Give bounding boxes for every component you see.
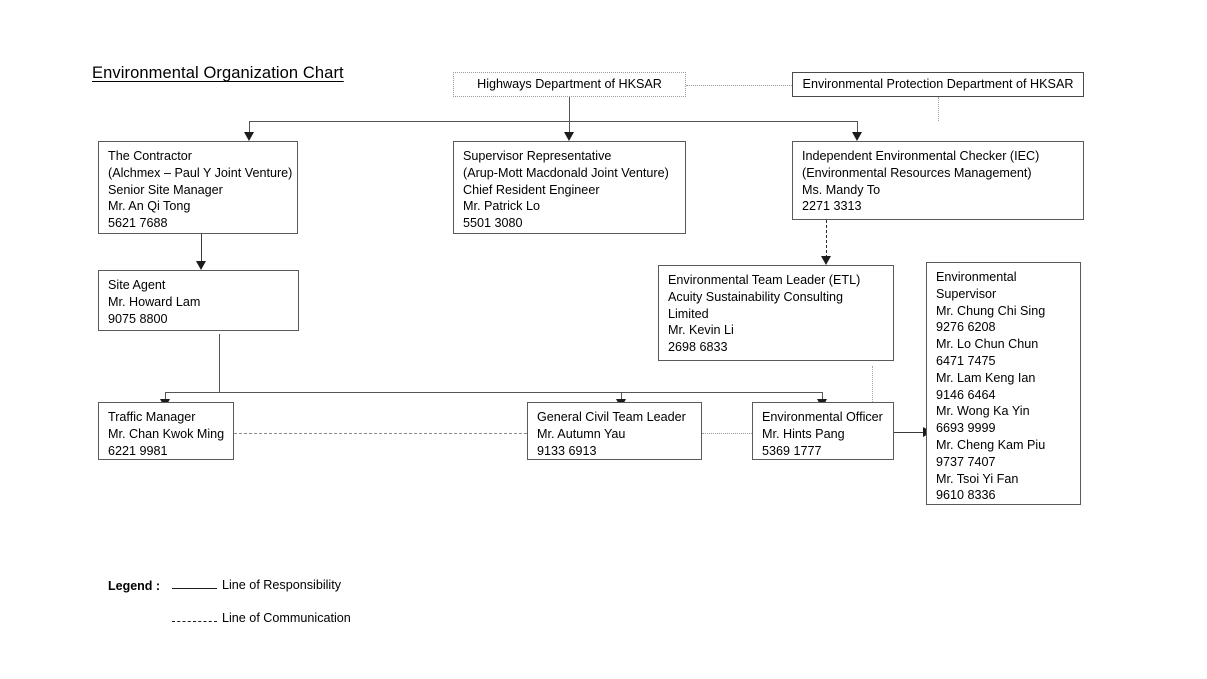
legend-communication-text: Line of Communication — [222, 611, 351, 625]
node-site-agent-line2: Mr. Howard Lam — [108, 294, 201, 309]
node-environmental-supervisor-line2: Supervisor — [936, 286, 997, 301]
node-epd[interactable]: Environmental Protection Department of H… — [792, 72, 1084, 97]
node-etl-line2: Acuity Sustainability Consulting — [668, 289, 844, 304]
node-environmental-supervisor-line10: 6693 9999 — [936, 421, 996, 436]
node-contractor[interactable]: The Contractor (Alchmex – Paul Y Joint V… — [98, 141, 298, 234]
connector-top-distribution-bar — [249, 121, 858, 122]
arrowhead-to-site-agent — [196, 261, 206, 270]
node-iec[interactable]: Independent Environmental Checker (IEC) … — [792, 141, 1084, 220]
connector-contractor-to-site-agent — [201, 234, 202, 263]
node-general-civil-team-leader-line2: Mr. Autumn Yau — [537, 426, 626, 441]
node-supervisor-representative-line1: Supervisor Representative — [463, 149, 612, 163]
connector-gctl-to-env-officer — [702, 433, 752, 434]
node-environmental-supervisor-line7: Mr. Lam Keng Ian — [936, 370, 1036, 385]
node-environmental-supervisor-line3: Mr. Chung Chi Sing — [936, 303, 1046, 318]
node-highways-department[interactable]: Highways Department of HKSAR — [453, 72, 686, 97]
node-contractor-line3: Senior Site Manager — [108, 182, 223, 197]
node-supervisor-representative-line5: 5501 3080 — [463, 216, 523, 231]
connector-site-agent-drop — [219, 334, 220, 392]
connector-env-officer-to-env-supervisor — [894, 432, 927, 433]
node-supervisor-representative-line4: Mr. Patrick Lo — [463, 199, 540, 214]
node-iec-line3: Ms. Mandy To — [802, 182, 881, 197]
node-contractor-line1: The Contractor — [108, 149, 192, 163]
node-iec-line2: (Environmental Resources Management) — [802, 165, 1032, 180]
node-site-agent[interactable]: Site Agent Mr. Howard Lam 9075 8800 — [98, 270, 299, 331]
node-environmental-officer[interactable]: Environmental Officer Mr. Hints Pang 536… — [752, 402, 894, 460]
node-general-civil-team-leader[interactable]: General Civil Team Leader Mr. Autumn Yau… — [527, 402, 702, 460]
node-supervisor-representative-line3: Chief Resident Engineer — [463, 182, 600, 197]
connector-iec-to-etl — [826, 220, 827, 258]
node-etl-line3: Limited — [668, 306, 709, 321]
node-environmental-supervisor-line14: 9610 8336 — [936, 488, 996, 503]
connector-bar-to-contractor — [249, 121, 250, 135]
arrowhead-to-iec — [852, 132, 862, 141]
connector-bottom-distribution-bar — [165, 392, 823, 393]
node-contractor-line4: Mr. An Qi Tong — [108, 199, 191, 214]
node-environmental-supervisor-line5: Mr. Lo Chun Chun — [936, 337, 1039, 352]
legend-dashed-line-swatch — [172, 621, 217, 622]
node-general-civil-team-leader-line3: 9133 6913 — [537, 443, 597, 458]
node-general-civil-team-leader-line1: General Civil Team Leader — [537, 410, 686, 424]
node-traffic-manager-line2: Mr. Chan Kwok Ming — [108, 426, 225, 441]
connector-etl-to-env-officer — [872, 366, 873, 402]
node-environmental-supervisor-line13: Mr. Tsoi Yi Fan — [936, 471, 1019, 486]
connector-bar-to-gctl — [621, 392, 622, 403]
node-environmental-supervisor-line6: 6471 7475 — [936, 353, 996, 368]
node-iec-line1: Independent Environmental Checker (IEC) — [802, 149, 1040, 163]
node-traffic-manager[interactable]: Traffic Manager Mr. Chan Kwok Ming 6221 … — [98, 402, 234, 460]
node-etl-line5: 2698 6833 — [668, 340, 728, 355]
node-traffic-manager-line1: Traffic Manager — [108, 410, 196, 424]
legend-solid-line-swatch — [172, 588, 217, 589]
node-environmental-officer-line1: Environmental Officer — [762, 410, 883, 424]
connector-hyd-drop — [569, 97, 570, 121]
legend-label: Legend : — [108, 579, 161, 593]
node-environmental-supervisor-line11: Mr. Cheng Kam Piu — [936, 437, 1046, 452]
node-etl-line4: Mr. Kevin Li — [668, 323, 734, 338]
arrowhead-to-etl — [821, 256, 831, 265]
connector-bar-to-iec — [857, 121, 858, 135]
node-contractor-line5: 5621 7688 — [108, 216, 168, 231]
node-environmental-officer-line2: Mr. Hints Pang — [762, 426, 845, 441]
connector-bar-to-traffic-manager — [165, 392, 166, 403]
node-environmental-supervisor-line8: 9146 6464 — [936, 387, 996, 402]
connector-bar-to-env-officer — [822, 392, 823, 403]
node-environmental-supervisor-line12: 9737 7407 — [936, 454, 996, 469]
connector-epd-drop — [938, 97, 939, 121]
node-site-agent-line3: 9075 8800 — [108, 311, 168, 326]
node-epd-line1: Environmental Protection Department of H… — [802, 77, 1074, 92]
node-environmental-supervisor-line4: 9276 6208 — [936, 320, 996, 335]
connector-bar-to-supervisor — [569, 121, 570, 135]
connector-traffic-manager-to-gctl — [234, 433, 527, 434]
node-environmental-officer-line3: 5369 1777 — [762, 443, 822, 458]
node-highways-department-line1: Highways Department of HKSAR — [477, 77, 662, 92]
node-environmental-supervisor-line9: Mr. Wong Ka Yin — [936, 404, 1030, 419]
node-site-agent-line1: Site Agent — [108, 278, 166, 292]
page-title: Environmental Organization Chart — [92, 64, 344, 82]
node-supervisor-representative[interactable]: Supervisor Representative (Arup-Mott Mac… — [453, 141, 686, 234]
arrowhead-to-supervisor — [564, 132, 574, 141]
arrowhead-to-contractor — [244, 132, 254, 141]
node-supervisor-representative-line2: (Arup-Mott Macdonald Joint Venture) — [463, 165, 669, 180]
node-iec-line4: 2271 3313 — [802, 199, 862, 214]
node-environmental-supervisor-line1: Environmental — [936, 270, 1017, 284]
node-environmental-supervisor[interactable]: Environmental Supervisor Mr. Chung Chi S… — [926, 262, 1081, 505]
node-traffic-manager-line3: 6221 9981 — [108, 443, 168, 458]
legend-responsibility-text: Line of Responsibility — [222, 578, 342, 592]
node-contractor-line2: (Alchmex – Paul Y Joint Venture) — [108, 165, 293, 180]
node-etl[interactable]: Environmental Team Leader (ETL) Acuity S… — [658, 265, 894, 361]
connector-hyd-to-epd — [686, 85, 792, 86]
node-etl-line1: Environmental Team Leader (ETL) — [668, 273, 861, 287]
